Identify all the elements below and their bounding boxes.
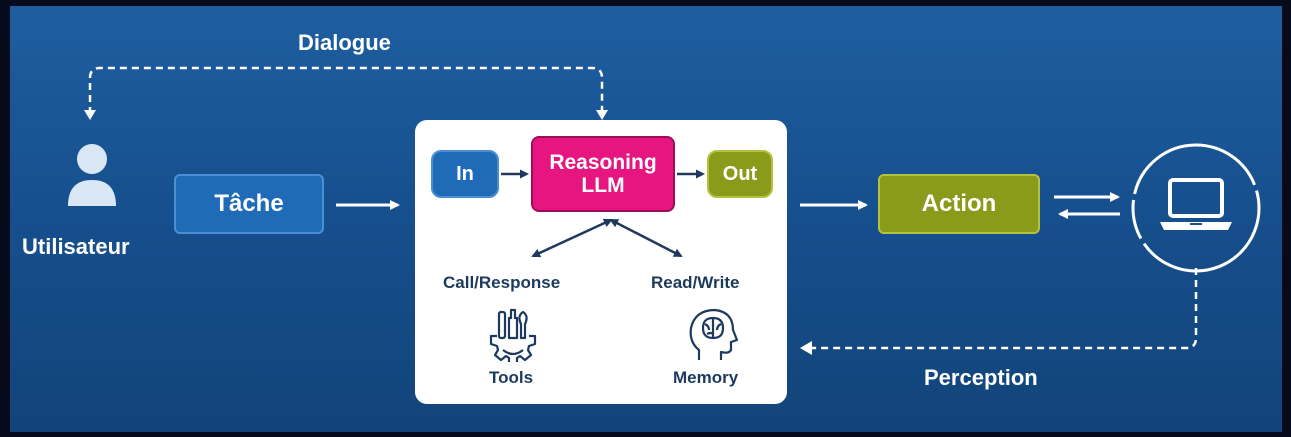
environment-circle [1131, 143, 1261, 273]
output-label: Out [722, 162, 758, 185]
action-label: Action [921, 190, 997, 217]
task-box: Tâche [174, 174, 324, 234]
llm-label: LLM [581, 174, 625, 197]
output-box: Out [707, 150, 773, 198]
read-write-label: Read/Write [651, 273, 740, 292]
call-response-label: Call/Response [443, 273, 561, 292]
user-icon [68, 144, 116, 206]
dialogue-arrowhead-left [84, 110, 96, 120]
user-label: Utilisateur [22, 234, 130, 259]
tools-gear-icon [489, 308, 537, 362]
brain-head-icon [689, 308, 739, 360]
llm-memory-double-arrow [609, 218, 683, 258]
llm-tools-double-arrow [531, 218, 613, 258]
connectors-layer [84, 66, 1261, 355]
reasoning-llm-box: Reasoning LLM [531, 136, 675, 212]
memory-label: Memory [673, 368, 739, 387]
dialogue-label: Dialogue [298, 30, 391, 55]
task-label: Tâche [214, 190, 284, 217]
panel-connectors [501, 169, 705, 258]
tools-label: Tools [489, 368, 534, 387]
action-box: Action [878, 174, 1040, 234]
input-label: In [456, 162, 474, 185]
agent-panel: In Reasoning LLM Out Call/Response Read/… [415, 120, 787, 404]
perception-arrowhead [800, 341, 812, 355]
dialogue-loop-connector [88, 66, 604, 114]
input-box: In [431, 150, 499, 198]
reasoning-label: Reasoning [549, 151, 657, 174]
perception-label: Perception [924, 365, 1038, 390]
laptop-icon [1160, 178, 1232, 230]
dialogue-arrowhead-right [596, 110, 608, 120]
diagram-canvas: Dialogue Utilisateur Tâche In Reasoning … [10, 6, 1282, 432]
perception-loop-connector [810, 268, 1198, 350]
